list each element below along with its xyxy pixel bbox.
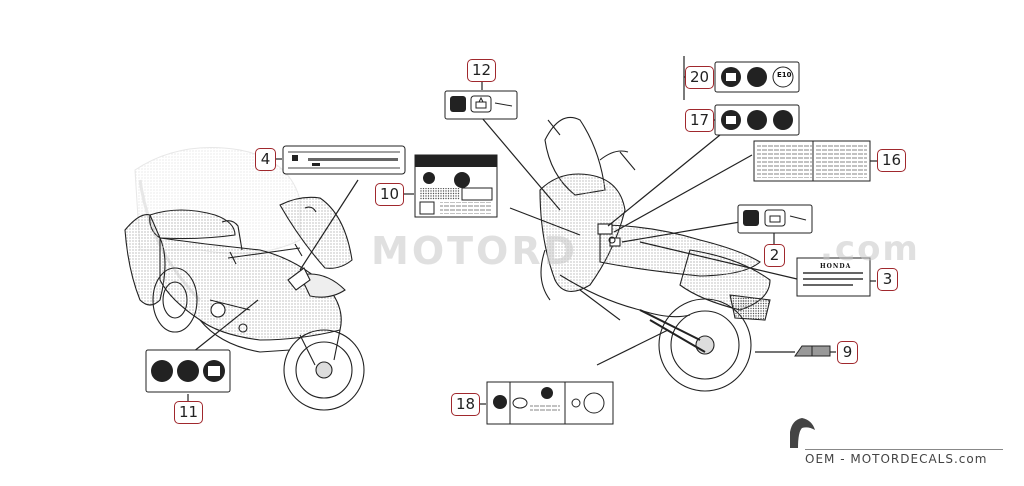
decal-17 [714,104,800,136]
e10-label-text: E10 [777,71,792,79]
decal-18 [486,381,614,425]
callout-4[interactable]: 4 [255,148,276,171]
callout-11[interactable]: 11 [174,401,203,424]
honda-label-text: HONDA [820,263,852,270]
decal-12 [444,90,518,120]
decal-10 [414,154,498,218]
decal-16 [753,140,871,182]
callout-18[interactable]: 18 [451,393,480,416]
callout-10[interactable]: 10 [375,183,404,206]
callout-17[interactable]: 17 [685,109,714,132]
callout-12[interactable]: 12 [467,59,496,82]
decal-3 [796,257,871,297]
scooter-rear-view [539,116,771,392]
decal-11 [145,349,231,393]
callout-20[interactable]: 20 [685,66,714,89]
callout-3[interactable]: 3 [877,268,898,291]
brand-text[interactable]: OEM - MOTORDECALS.com [805,452,988,466]
watermark-text-suffix: .com [820,229,920,269]
brand-logo-icon [790,418,815,448]
watermark-text: MOTORD [371,229,579,273]
callout-16[interactable]: 16 [877,149,906,172]
scooter-front-view [124,196,365,411]
callout-9[interactable]: 9 [837,341,858,364]
decal-20 [714,61,800,93]
decal-9 [794,345,831,357]
callout-2[interactable]: 2 [764,244,785,267]
decal-4 [282,145,406,175]
decal-2 [737,204,813,234]
brand-divider [805,449,1003,450]
